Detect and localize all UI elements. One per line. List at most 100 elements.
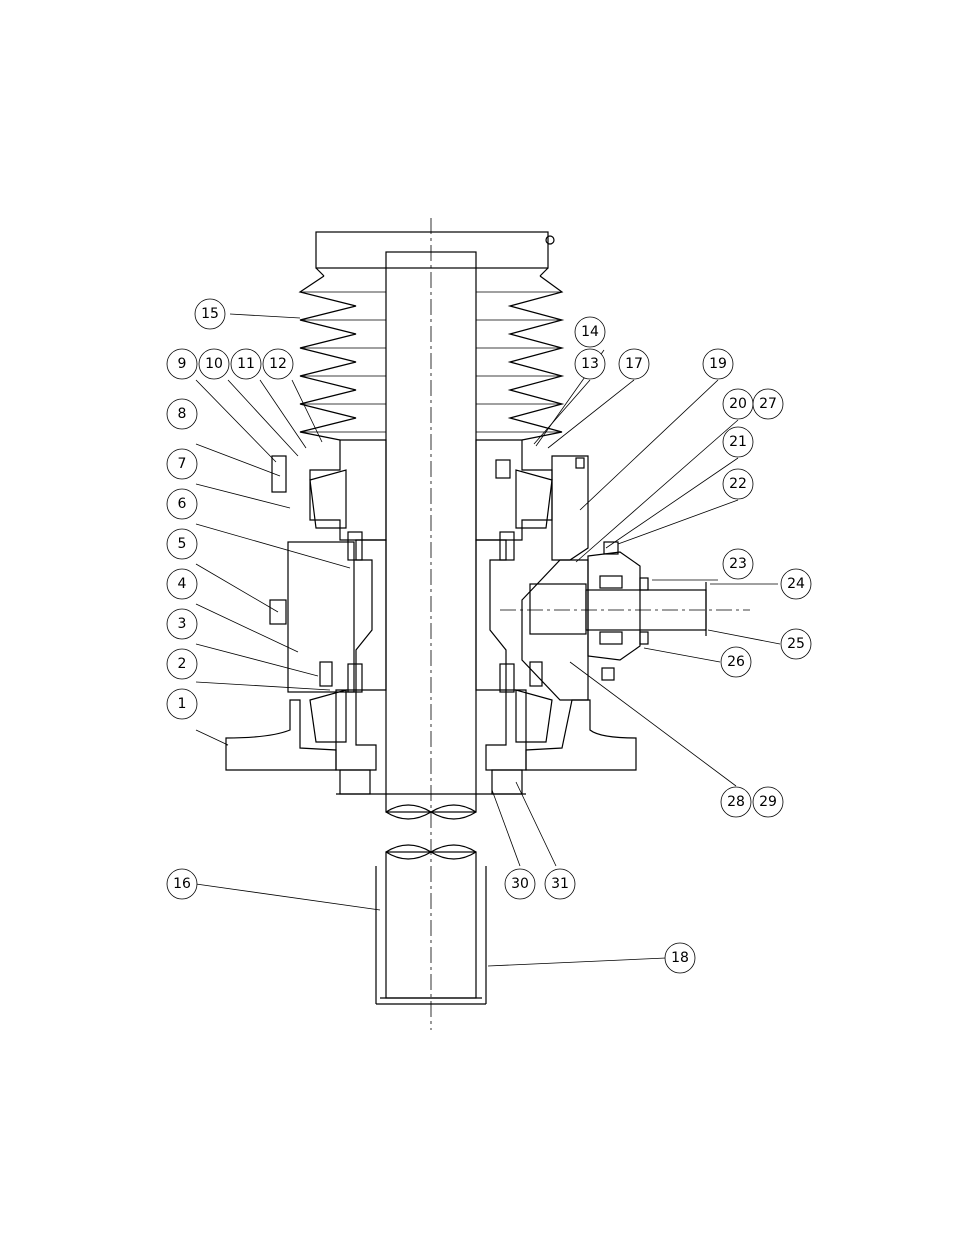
callout-balloon-16: 16: [166, 868, 198, 900]
callout-balloon-29: 29: [752, 786, 784, 818]
callout-balloon-7: 7: [166, 448, 198, 480]
callout-circle: [720, 646, 752, 678]
callout-balloon-27: 27: [752, 388, 784, 420]
callout-balloon-23: 23: [722, 548, 754, 580]
leader-lines: [195, 313, 781, 967]
callout-balloon-10: 10: [198, 348, 230, 380]
protective-tube: [375, 866, 487, 1005]
callout-circle: [722, 426, 754, 458]
callout-circle: [504, 868, 536, 900]
callout-label: 3: [178, 616, 187, 632]
callout-circle: [574, 316, 606, 348]
callout-circle: [752, 388, 784, 420]
callout-balloon-18: 18: [664, 942, 696, 974]
callout-label: 21: [729, 434, 747, 450]
callout-label: 7: [178, 456, 187, 472]
callout-circle: [198, 348, 230, 380]
callout-balloon-5: 5: [166, 528, 198, 560]
callout-circle: [618, 348, 650, 380]
callout-circle: [544, 868, 576, 900]
callout-balloon-20: 20: [722, 388, 754, 420]
callout-circle: [722, 468, 754, 500]
callout-label: 29: [759, 794, 777, 810]
callout-label: 5: [178, 536, 187, 552]
callout-circle: [664, 942, 696, 974]
input-shaft: [500, 541, 750, 681]
callout-circle: [780, 628, 812, 660]
callout-label: 28: [727, 794, 745, 810]
callout-balloon-9: 9: [166, 348, 198, 380]
callout-balloon-21: 21: [722, 426, 754, 458]
callout-label: 27: [759, 396, 777, 412]
callout-label: 23: [729, 556, 747, 572]
callout-balloon-30: 30: [504, 868, 536, 900]
callout-circle: [166, 648, 198, 680]
callout-balloon-25: 25: [780, 628, 812, 660]
callout-circle: [166, 348, 198, 380]
top-cap: [315, 231, 555, 277]
callout-balloon-26: 26: [720, 646, 752, 678]
callout-balloon-15: 15: [194, 298, 226, 330]
callout-label: 13: [581, 356, 599, 372]
callout-balloon-2: 2: [166, 648, 198, 680]
callout-balloon-13: 13: [574, 348, 606, 380]
callout-circle: [166, 868, 198, 900]
callout-label: 14: [581, 324, 599, 340]
callout-label: 22: [729, 476, 747, 492]
callout-label: 19: [709, 356, 727, 372]
callout-circle: [262, 348, 294, 380]
callout-label: 26: [727, 654, 745, 670]
callout-label: 24: [787, 576, 805, 592]
callout-balloon-31: 31: [544, 868, 576, 900]
callout-balloon-24: 24: [780, 568, 812, 600]
housing-left: [225, 439, 387, 771]
callout-circle: [166, 398, 198, 430]
callout-balloon-12: 12: [262, 348, 294, 380]
callout-circle: [166, 528, 198, 560]
callout-label: 1: [178, 696, 187, 712]
callout-label: 2: [178, 656, 187, 672]
callout-label: 25: [787, 636, 805, 652]
callout-label: 11: [237, 356, 255, 372]
callout-balloon-8: 8: [166, 398, 198, 430]
callout-label: 16: [173, 876, 191, 892]
callout-circle: [166, 568, 198, 600]
callout-circle: [166, 608, 198, 640]
callout-label: 15: [201, 306, 219, 322]
callout-circle: [722, 548, 754, 580]
callout-circle: [780, 568, 812, 600]
callout-circle: [702, 348, 734, 380]
callout-label: 9: [178, 356, 187, 372]
callout-circle: [194, 298, 226, 330]
callout-balloon-11: 11: [230, 348, 262, 380]
callout-balloon-28: 28: [720, 786, 752, 818]
callout-label: 6: [178, 496, 187, 512]
bellows: [298, 275, 565, 441]
callout-label: 8: [178, 406, 187, 422]
callout-balloon-6: 6: [166, 488, 198, 520]
callout-circle: [166, 448, 198, 480]
callout-balloon-14: 14: [574, 316, 606, 348]
callout-label: 31: [551, 876, 569, 892]
callout-label: 4: [178, 576, 187, 592]
callout-label: 17: [625, 356, 643, 372]
callout-label: 10: [205, 356, 223, 372]
callout-balloon-4: 4: [166, 568, 198, 600]
callout-label: 30: [511, 876, 529, 892]
bottom-seal: [336, 769, 526, 795]
callout-balloon-17: 17: [618, 348, 650, 380]
callout-balloon-22: 22: [722, 468, 754, 500]
callout-circle: [230, 348, 262, 380]
callout-circle: [166, 688, 198, 720]
callout-label: 12: [269, 356, 287, 372]
callout-label: 18: [671, 950, 689, 966]
callout-circle: [720, 786, 752, 818]
housing-right: [475, 439, 637, 771]
callout-balloon-1: 1: [166, 688, 198, 720]
callout-balloon-19: 19: [702, 348, 734, 380]
callout-balloon-3: 3: [166, 608, 198, 640]
callout-circle: [752, 786, 784, 818]
callout-label: 20: [729, 396, 747, 412]
callout-circle: [166, 488, 198, 520]
